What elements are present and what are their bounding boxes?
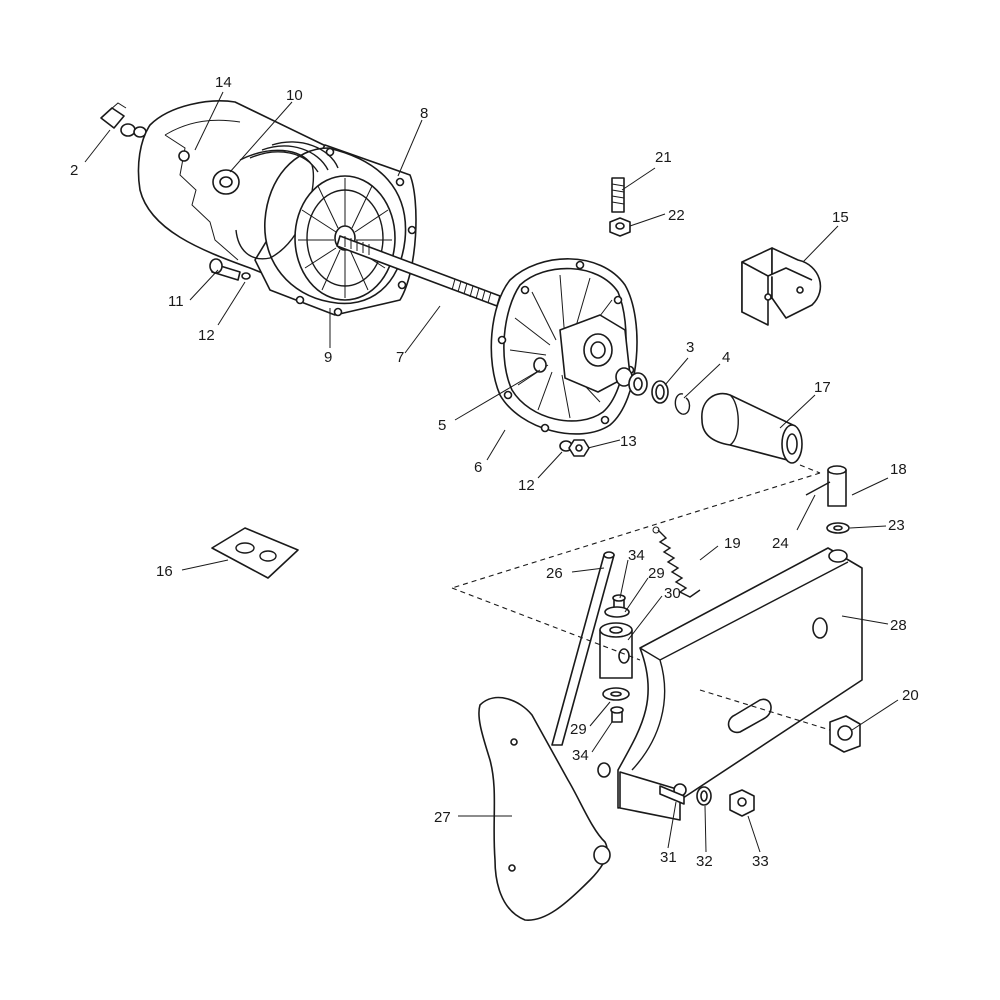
clamp-block — [599, 594, 633, 723]
callout-28: 28 — [890, 617, 907, 634]
callout-34-upper: 34 — [628, 547, 645, 564]
callout-29-upper: 29 — [648, 565, 665, 582]
callout-27: 27 — [434, 809, 451, 826]
swing-arm — [597, 547, 863, 821]
callout-labels: 2 14 10 8 11 12 9 7 5 6 12 13 21 22 15 3… — [70, 74, 919, 870]
callout-2: 2 — [70, 162, 78, 179]
callout-15: 15 — [832, 209, 849, 226]
union-fitting — [100, 102, 147, 138]
screw-and-washer — [209, 258, 251, 281]
vertical-bolt — [609, 177, 631, 237]
callout-7: 7 — [396, 349, 404, 366]
arm-hardware — [659, 715, 861, 817]
callout-23: 23 — [888, 517, 905, 534]
callout-34-lower: 34 — [572, 747, 589, 764]
callout-19: 19 — [724, 535, 741, 552]
leader-lines — [84, 91, 899, 853]
callout-24: 24 — [772, 535, 789, 552]
callout-26: 26 — [546, 565, 563, 582]
cylinder-housing — [137, 100, 417, 317]
callout-5: 5 — [438, 417, 446, 434]
pivot-pin — [805, 465, 850, 534]
callout-14: 14 — [215, 74, 232, 91]
callout-20: 20 — [902, 687, 919, 704]
callout-10: 10 — [286, 87, 303, 104]
end-cover — [490, 258, 638, 435]
callout-16: 16 — [156, 563, 173, 580]
assembly-guide-lines — [451, 464, 831, 731]
callout-29-lower: 29 — [570, 721, 587, 738]
callout-30: 30 — [664, 585, 681, 602]
connecting-rod — [551, 551, 615, 746]
callout-4: 4 — [722, 349, 730, 366]
callout-22: 22 — [668, 207, 685, 224]
callout-33: 33 — [752, 853, 769, 870]
callout-32: 32 — [696, 853, 713, 870]
spacer-tube — [701, 392, 803, 464]
callout-8: 8 — [420, 105, 428, 122]
callout-13: 13 — [620, 433, 637, 450]
callout-12-upper: 12 — [198, 327, 215, 344]
callout-3: 3 — [686, 339, 694, 356]
callout-18: 18 — [890, 461, 907, 478]
tension-spring — [652, 526, 701, 598]
washer-and-circlip — [628, 372, 691, 415]
callout-11: 11 — [168, 293, 184, 310]
pedal-plate — [478, 696, 611, 921]
callout-31: 31 — [660, 849, 677, 866]
callout-17: 17 — [814, 379, 831, 396]
cover-nuts — [559, 439, 590, 457]
callout-12-lower: 12 — [518, 477, 535, 494]
callout-21: 21 — [655, 149, 672, 166]
u-bracket — [741, 247, 822, 326]
callout-9: 9 — [324, 349, 332, 366]
gasket-plate — [211, 527, 299, 579]
callout-6: 6 — [474, 459, 482, 476]
